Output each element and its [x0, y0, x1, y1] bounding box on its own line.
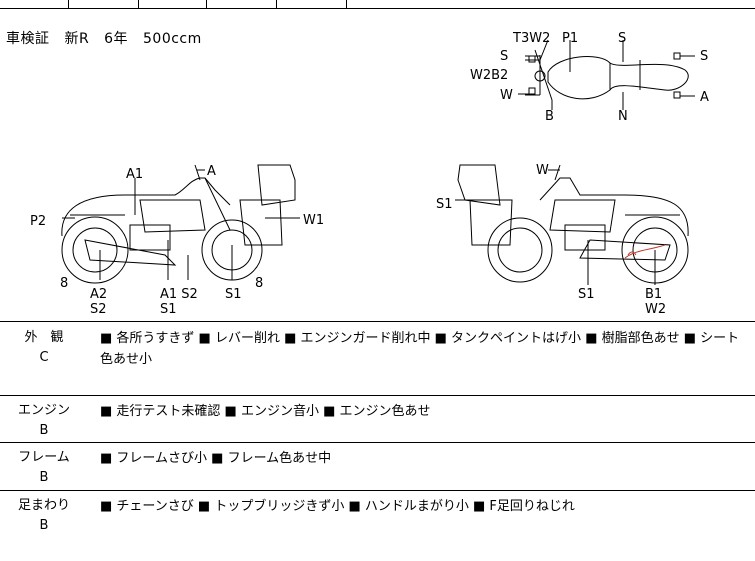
category-cell: エンジン B — [0, 401, 88, 441]
category-label: 外 観 — [24, 330, 64, 345]
svg-text:S: S — [500, 49, 508, 64]
svg-text:W1: W1 — [303, 213, 324, 228]
inspection-notes: ■ 各所うすきず ■ レバー削れ ■ エンジンガード削れ中 ■ タンクペイントは… — [100, 331, 740, 367]
inspection-row-exterior: 外 観 C ■ 各所うすきず ■ レバー削れ ■ エンジンガード削れ中 ■ タン… — [0, 321, 755, 395]
svg-text:S: S — [618, 31, 626, 46]
category-cell: フレーム B — [0, 448, 88, 488]
top-view-motorcycle — [525, 49, 689, 101]
svg-text:P1: P1 — [562, 31, 578, 46]
leader-lines — [62, 39, 695, 285]
svg-text:8: 8 — [255, 276, 263, 291]
svg-text:A: A — [207, 164, 216, 179]
inspection-notes: ■ チェーンさび ■ トップブリッジきず小 ■ ハンドルまがり小 ■ F足回りね… — [100, 499, 575, 514]
svg-text:A: A — [700, 90, 709, 105]
registration-kind: 新R — [64, 31, 90, 47]
svg-text:W: W — [500, 88, 513, 103]
inspection-row-engine: エンジン B ■ 走行テスト未確認 ■ エンジン音小 ■ エンジン色あせ — [0, 395, 755, 442]
category-cell: 足まわり B — [0, 496, 88, 536]
svg-text:8: 8 — [60, 276, 68, 291]
registration-displacement: 500ccm — [143, 31, 202, 47]
category-cell: 外 観 C — [0, 328, 88, 368]
left-side-motorcycle — [61, 164, 296, 284]
grade-label: B — [39, 423, 49, 438]
svg-text:W: W — [536, 163, 549, 178]
svg-text:W2: W2 — [645, 302, 666, 317]
svg-text:S: S — [700, 49, 708, 64]
svg-text:A2: A2 — [90, 287, 107, 302]
category-label: 足まわり — [17, 498, 70, 513]
svg-text:N: N — [618, 109, 628, 124]
header-strip — [0, 0, 755, 9]
svg-text:A1: A1 — [126, 167, 143, 182]
category-label: エンジン — [17, 403, 70, 418]
inspection-notes: ■ フレームさび小 ■ フレーム色あせ中 — [100, 451, 332, 466]
svg-text:A1 S2: A1 S2 — [160, 287, 198, 302]
svg-text:S1: S1 — [160, 302, 177, 317]
svg-text:S1: S1 — [578, 287, 595, 302]
registration-type: 車検証 — [6, 31, 50, 47]
inspection-row-frame: フレーム B ■ フレームさび小 ■ フレーム色あせ中 — [0, 442, 755, 490]
svg-text:P2: P2 — [30, 214, 46, 229]
grade-label: B — [39, 518, 49, 533]
category-label: フレーム — [18, 450, 70, 465]
svg-text:S2: S2 — [90, 302, 107, 317]
registration-years: 6年 — [104, 31, 129, 47]
svg-text:S1: S1 — [436, 197, 453, 212]
grade-label: B — [39, 470, 49, 485]
inspection-notes: ■ 走行テスト未確認 ■ エンジン音小 ■ エンジン色あせ — [100, 404, 431, 419]
svg-text:B: B — [545, 109, 554, 124]
inspection-row-suspension: 足まわり B ■ チェーンさび ■ トップブリッジきず小 ■ ハンドルまがり小 … — [0, 490, 755, 561]
svg-text:W2B2: W2B2 — [470, 68, 508, 83]
right-side-motorcycle — [457, 164, 689, 284]
svg-text:S1: S1 — [225, 287, 242, 302]
svg-text:B1: B1 — [645, 287, 662, 302]
registration-info: 車検証 新R 6年 500ccm — [6, 28, 212, 48]
svg-text:T3W2: T3W2 — [512, 31, 550, 46]
grade-label: C — [39, 350, 49, 365]
